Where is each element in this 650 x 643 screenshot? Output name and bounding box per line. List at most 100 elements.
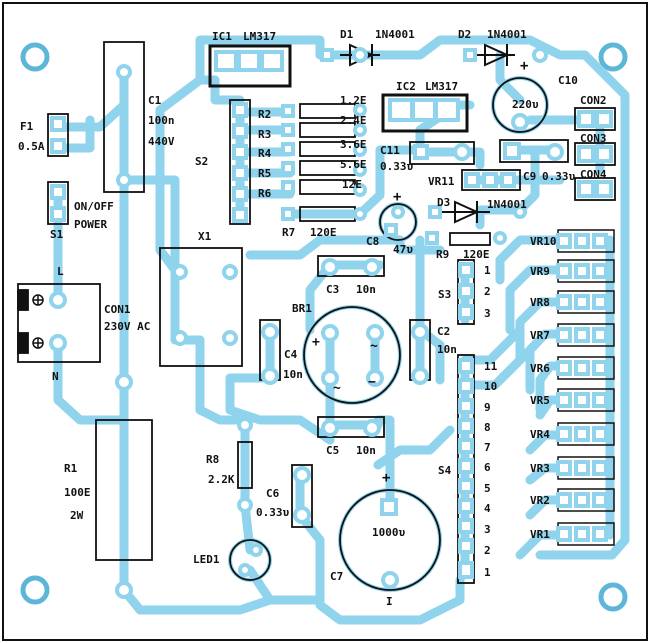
s4-number: 3 (484, 523, 491, 536)
label-c4: C4 (284, 348, 298, 361)
mounting-holes (20, 42, 628, 612)
vr-pad (574, 263, 590, 279)
s4-number: 9 (484, 401, 491, 414)
label-con2: CON2 (580, 94, 607, 107)
s4-number: 4 (484, 502, 491, 515)
s4-number: 2 (484, 544, 491, 557)
vr-pad (592, 492, 608, 508)
label-r4: R4 (258, 147, 272, 160)
vr-pad (574, 360, 590, 376)
label-c10-val: 220υ (512, 98, 539, 111)
label-d3: D3 (437, 196, 450, 209)
label-r6-val: 12E (342, 178, 362, 191)
vr-pad (556, 492, 572, 508)
label-r5: R5 (258, 167, 271, 180)
vr-label: VR5 (530, 394, 550, 407)
label-r1-val: 100E (64, 486, 91, 499)
vr-pad (556, 460, 572, 476)
label-c2: C2 (437, 325, 450, 338)
label-br1: BR1 (292, 302, 312, 315)
label-c9-val: 0.33υ (542, 170, 575, 183)
label-c9: C9 (523, 170, 536, 183)
s4-number: 1 (484, 566, 491, 579)
label-c10: C10 (558, 74, 578, 87)
vr-pad (556, 233, 572, 249)
label-f1: F1 (20, 120, 34, 133)
vr-pad (556, 392, 572, 408)
label-n: N (52, 370, 59, 383)
con1-terminals (32, 294, 44, 349)
label-c1-val: 100n (148, 114, 175, 127)
label-r6: R6 (258, 187, 272, 200)
label-d2: D2 (458, 28, 471, 41)
label-s1-desc2: POWER (74, 218, 107, 231)
label-c2-val: 10n (437, 343, 457, 356)
s3-number: 1 (484, 264, 491, 277)
vr-pad (592, 360, 608, 376)
label-ic2-type: LM317 (425, 80, 458, 93)
label-d1-type: 1N4001 (375, 28, 415, 41)
vr-label: VR3 (530, 462, 550, 475)
label-r3-val: 2.4E (340, 114, 367, 127)
label-r5-val: 5.6E (340, 158, 367, 171)
label-con3: CON3 (580, 132, 607, 145)
label-c10-plus: + (520, 58, 528, 74)
vr-pad (574, 392, 590, 408)
vr-pad (556, 426, 572, 442)
vr-pad (592, 263, 608, 279)
round-pads (49, 47, 564, 599)
label-d1: D1 (340, 28, 354, 41)
s4-number: 11 (484, 360, 498, 373)
vr-pad (574, 492, 590, 508)
label-c7: C7 (330, 570, 343, 583)
label-r8-val: 2.2K (208, 473, 235, 486)
vr-pad (574, 460, 590, 476)
label-con1-val: 230V AC (104, 320, 150, 333)
copper-traces (53, 35, 630, 625)
label-r2: R2 (258, 108, 271, 121)
label-r2-val: 1.2E (340, 94, 367, 107)
s4-number: 10 (484, 380, 497, 393)
vr-pad (556, 327, 572, 343)
label-c8: C8 (366, 235, 379, 248)
vr-label: VR1 (530, 528, 550, 541)
label-d2-type: 1N4001 (487, 28, 527, 41)
label-con4: CON4 (580, 168, 607, 181)
label-l: L (57, 265, 64, 278)
label-c6: C6 (266, 487, 280, 500)
label-led1: LED1 (193, 553, 220, 566)
vr-pad (574, 426, 590, 442)
label-r7: R7 (282, 226, 295, 239)
s4-number: 5 (484, 482, 491, 495)
label-br1-plus: + (312, 335, 320, 350)
label-r8: R8 (206, 453, 219, 466)
label-r1-pw: 2W (70, 509, 84, 522)
vr-pad (556, 263, 572, 279)
label-c5-val: 10n (356, 444, 376, 457)
label-ic1: IC1 (212, 30, 232, 43)
label-c3-val: 10n (356, 283, 376, 296)
s3-number: 2 (484, 285, 491, 298)
s3-numbers: 123 (484, 264, 491, 320)
s4-number: 7 (484, 441, 491, 454)
label-f1-val: 0.5A (18, 140, 45, 153)
label-c7-val: 1000υ (372, 526, 405, 539)
label-br1-tilde-bottom: ~ (333, 381, 341, 396)
label-c11-val: 0.33υ (380, 160, 413, 173)
vr-label: VR7 (530, 329, 550, 342)
label-r3: R3 (258, 128, 271, 141)
label-con1: CON1 (104, 303, 131, 316)
vr-pad (574, 233, 590, 249)
label-c11: C11 (380, 144, 400, 157)
vr-pad (574, 526, 590, 542)
label-c6-val: 0.33υ (256, 506, 289, 519)
label-c7-plus: + (382, 470, 390, 486)
label-c1: C1 (148, 94, 162, 107)
vr-pad (574, 327, 590, 343)
vr-label: VR8 (530, 296, 550, 309)
vr-pad (556, 360, 572, 376)
vr-label: VR10 (530, 235, 557, 248)
vr-pads (556, 229, 615, 546)
s4-number: 8 (484, 421, 491, 434)
